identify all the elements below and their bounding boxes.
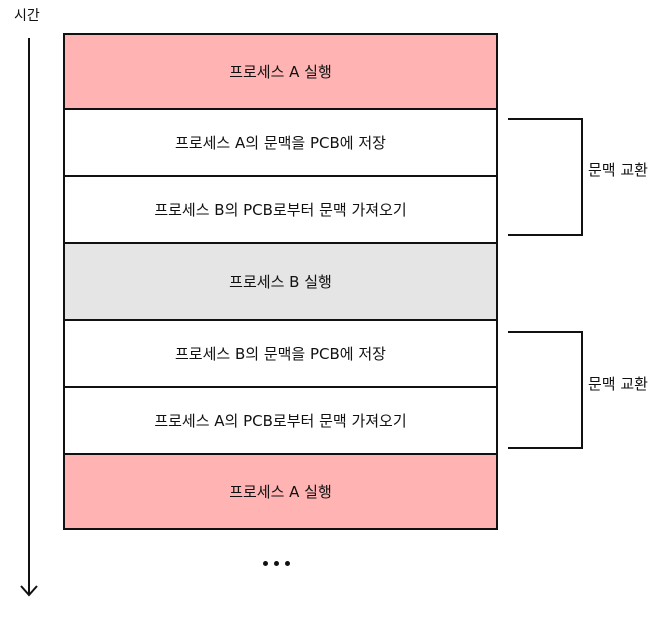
save-a-context-block: 프로세스 A의 문맥을 PCB에 저장 bbox=[65, 110, 496, 177]
context-switch-bracket-2 bbox=[508, 331, 583, 449]
load-b-context-block: 프로세스 B의 PCB로부터 문맥 가져오기 bbox=[65, 177, 496, 244]
ellipsis-dot bbox=[274, 561, 279, 566]
context-switch-label-1: 문맥 교환 bbox=[588, 161, 648, 179]
load-a-context-block: 프로세스 A의 PCB로부터 문맥 가져오기 bbox=[65, 388, 496, 455]
process-timeline: 프로세스 A 실행 프로세스 A의 문맥을 PCB에 저장 프로세스 B의 PC… bbox=[63, 33, 498, 530]
context-switch-label-2: 문맥 교환 bbox=[588, 375, 648, 393]
ellipsis-dot bbox=[263, 561, 268, 566]
continuation-ellipsis bbox=[263, 561, 290, 566]
time-axis-label: 시간 bbox=[14, 8, 40, 24]
process-a-run-block: 프로세스 A 실행 bbox=[65, 35, 496, 110]
process-a-run-block-2: 프로세스 A 실행 bbox=[65, 455, 496, 528]
save-b-context-block: 프로세스 B의 문맥을 PCB에 저장 bbox=[65, 321, 496, 388]
context-switch-bracket-1 bbox=[508, 118, 583, 236]
process-b-run-block: 프로세스 B 실행 bbox=[65, 244, 496, 321]
ellipsis-dot bbox=[285, 561, 290, 566]
